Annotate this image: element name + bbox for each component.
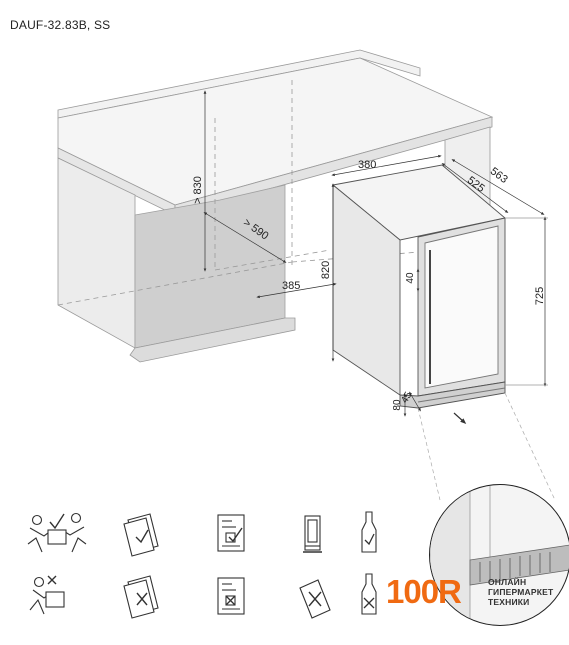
- tilted-bottle-icon: [361, 573, 377, 615]
- tilted-cabinet-icon: [299, 579, 331, 619]
- upright-bottle-icon: [361, 511, 377, 553]
- manual-cross-icon: [123, 575, 159, 619]
- checklist-icon: [217, 514, 245, 552]
- manual-check-icon: [123, 513, 159, 557]
- dim-counter-height: > 830: [192, 176, 204, 204]
- zoom-detail: [429, 484, 569, 626]
- one-person-lift-icon: [29, 575, 65, 615]
- dim-niche-width: 385: [282, 280, 300, 292]
- dim-plinth-height: 80: [392, 399, 403, 411]
- checklist-cross-icon: [217, 577, 245, 615]
- model-title: DAUF-32.83B, SS: [10, 18, 111, 32]
- brand-tagline-3: ТЕХНИКИ: [488, 597, 530, 607]
- dim-door-gap: 40: [405, 272, 416, 284]
- brand-mark: 100R: [386, 573, 462, 610]
- brand-logo: 100R ОНЛАЙН ГИПЕРМАРКЕТ ТЕХНИКИ: [386, 572, 566, 612]
- dim-niche-height: 820: [320, 261, 332, 279]
- brand-tagline-2: ГИПЕРМАРКЕТ: [488, 587, 554, 597]
- two-person-lift-icon: [27, 512, 87, 553]
- dim-unit-height: 725: [534, 287, 546, 305]
- upright-cabinet-icon: [303, 515, 322, 553]
- dim-unit-width: 380: [358, 159, 376, 171]
- dimension-lines: [203, 90, 556, 501]
- brand-tagline-1: ОНЛАЙН: [488, 577, 527, 587]
- dim-plinth-depth: 45: [399, 390, 414, 406]
- wine-cooler: [331, 164, 506, 409]
- handling-icons: [27, 511, 377, 619]
